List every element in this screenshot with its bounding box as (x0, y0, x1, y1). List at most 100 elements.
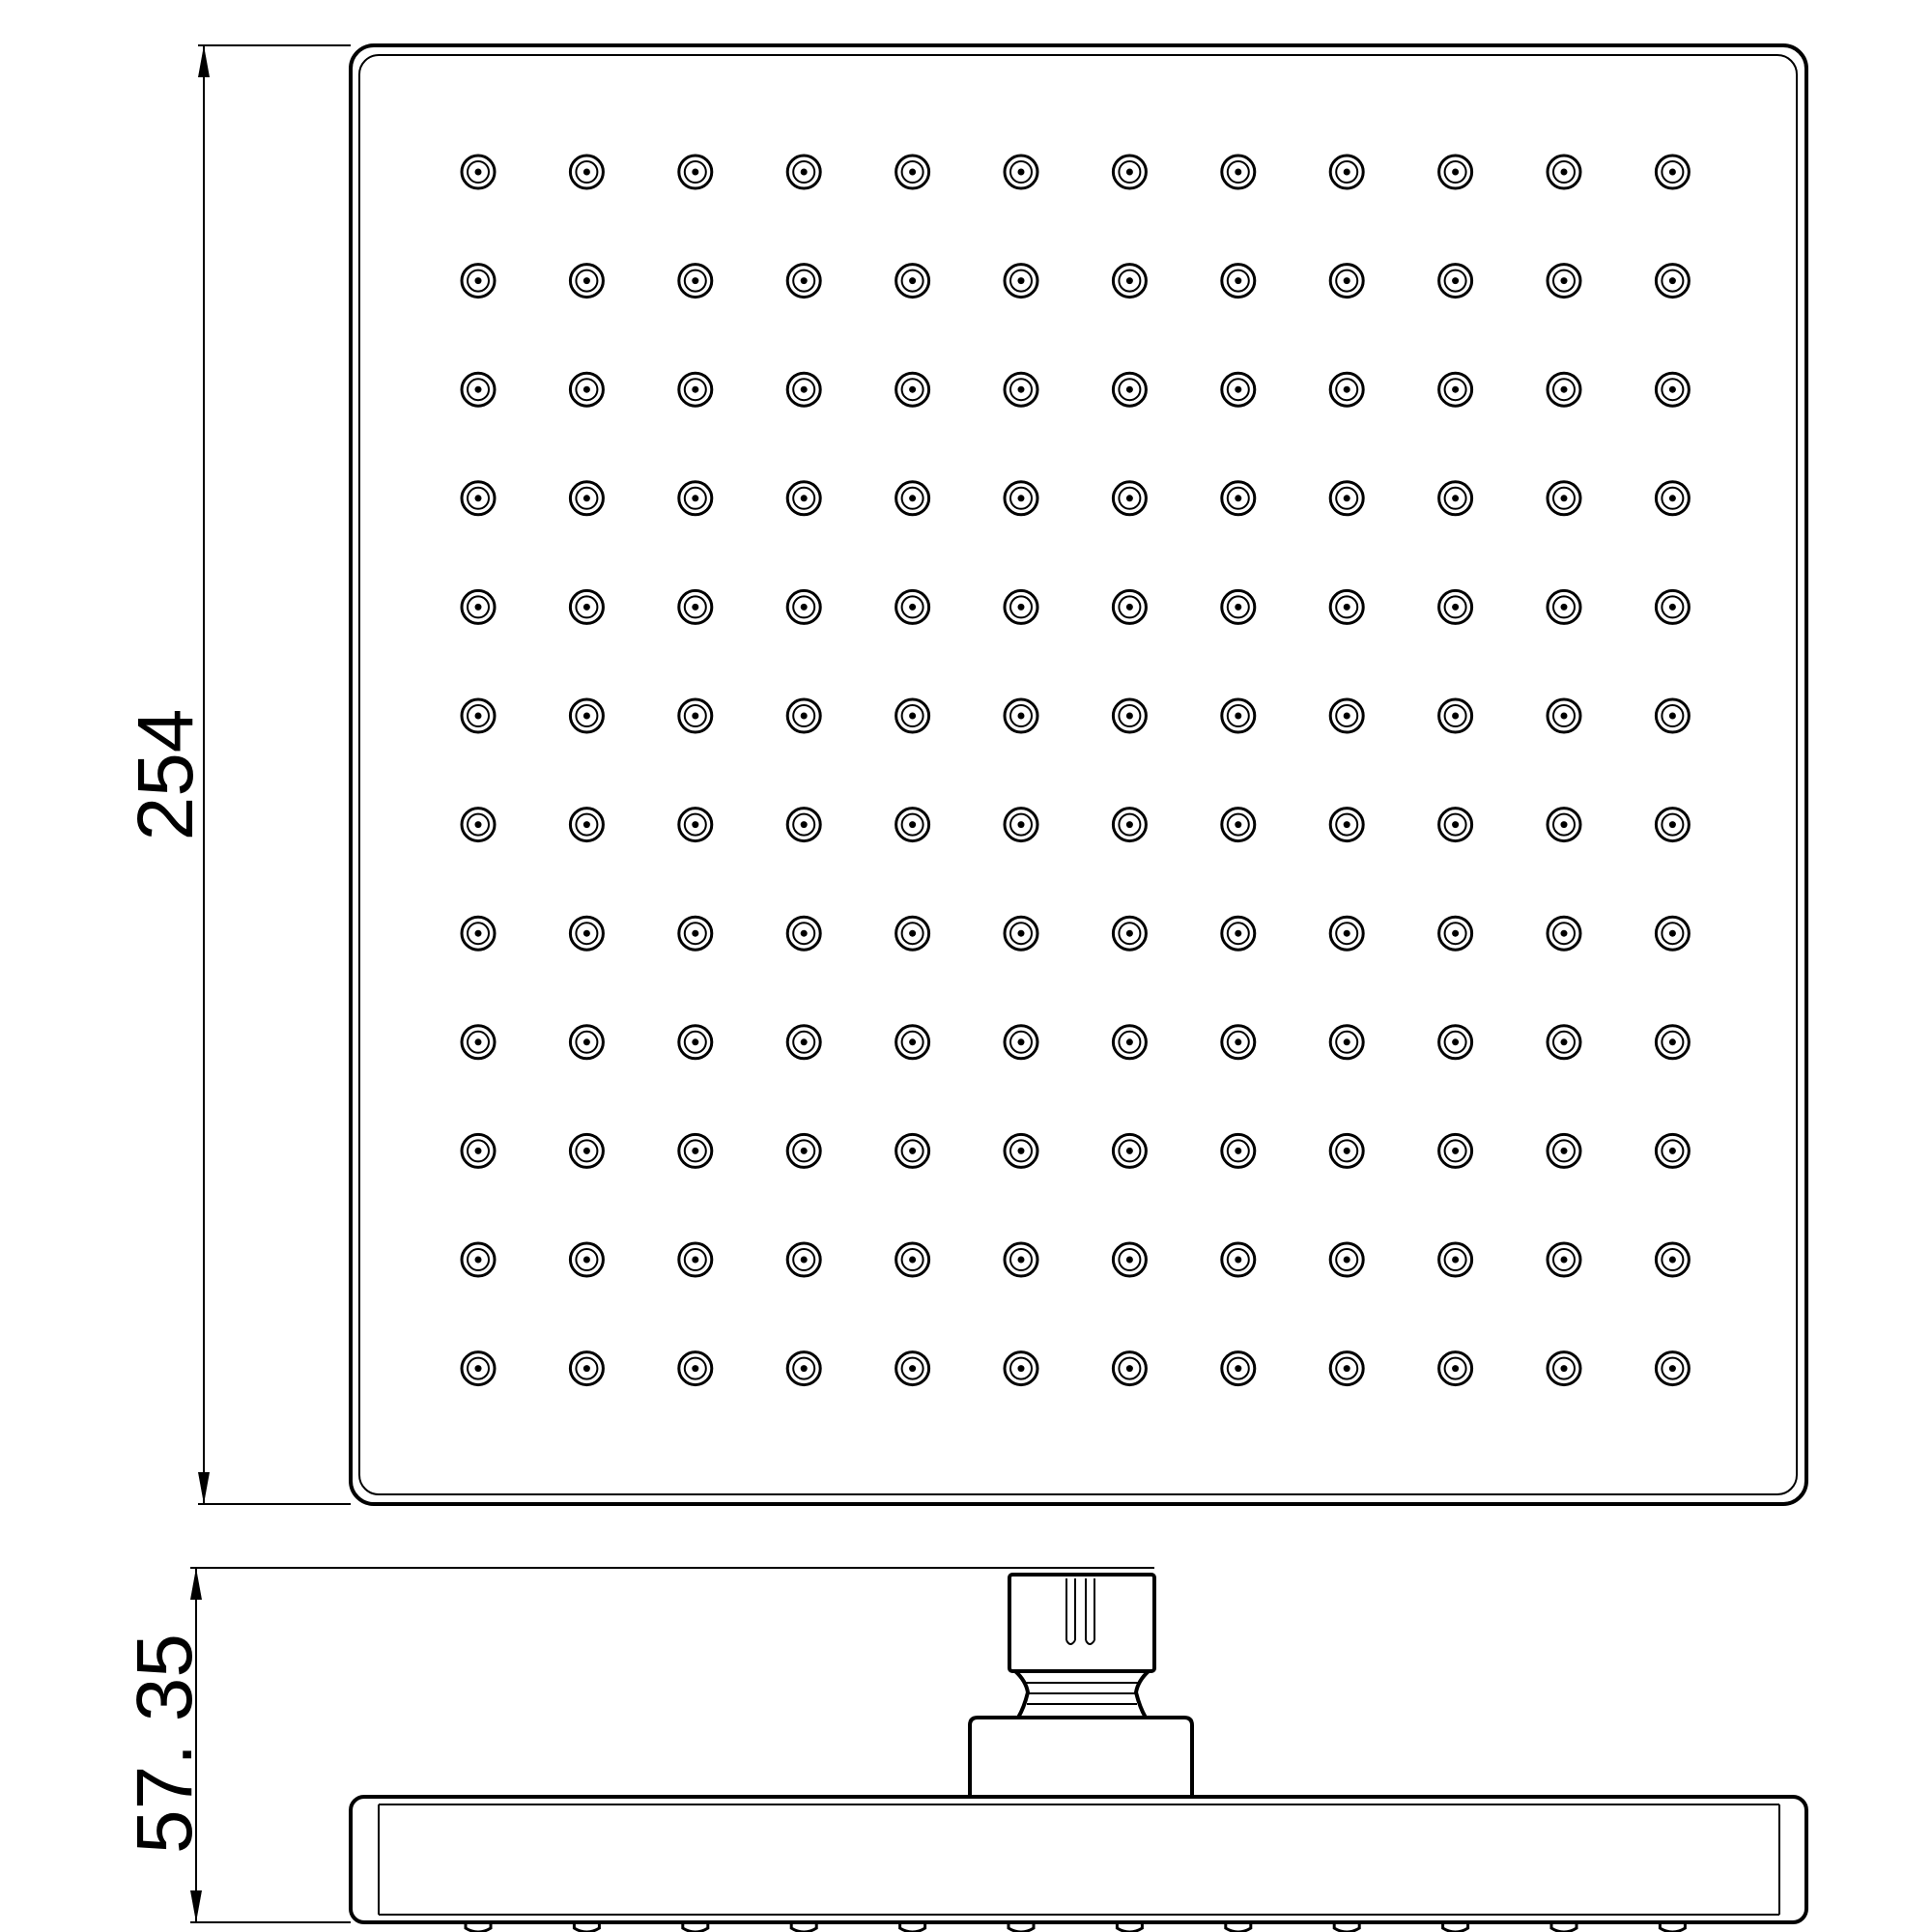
nozzle-outer-ring (1328, 1132, 1365, 1169)
nozzle-inner-ring (1552, 704, 1576, 727)
nozzle-outer-ring (1546, 588, 1582, 625)
nozzle-inner-ring (1335, 1030, 1359, 1054)
nozzle-outer-ring (895, 588, 931, 625)
nozzle-outer-ring (1003, 371, 1039, 408)
nozzle (1003, 154, 1039, 190)
nozzle-center-dot (474, 1147, 482, 1154)
nozzle-outer-ring (1328, 1350, 1365, 1387)
nozzle-center-dot (800, 712, 808, 720)
nozzle-inner-ring (467, 160, 490, 184)
nozzle-inner-ring (1009, 1356, 1033, 1380)
nozzle (1328, 1241, 1365, 1278)
nozzle-outer-ring (1437, 697, 1474, 734)
nozzle (568, 480, 605, 517)
nozzle (895, 263, 931, 299)
nozzle (895, 915, 931, 952)
nozzle-center-dot (1560, 168, 1568, 176)
nozzle-center-dot (1668, 1256, 1676, 1264)
nozzle (1546, 1350, 1582, 1387)
nozzle-center-dot (474, 277, 482, 285)
top-view (349, 43, 1808, 1506)
nozzle-outer-ring (1003, 1350, 1039, 1387)
nozzle-inner-ring (1118, 1356, 1142, 1380)
nozzle-outer-ring (1111, 1350, 1148, 1387)
nozzle (1003, 807, 1039, 843)
nozzle-outer-ring (1111, 263, 1148, 299)
profile-nozzle (1441, 1922, 1470, 1932)
nozzle-outer-ring (895, 154, 931, 190)
nozzle-outer-ring (895, 480, 931, 517)
profile-height-dimension: 57. 35 (121, 1567, 1154, 1923)
nozzle (460, 371, 497, 408)
nozzle-outer-ring (568, 1350, 605, 1387)
nozzle-inner-ring (1335, 922, 1359, 946)
nozzle-inner-ring (575, 1356, 599, 1380)
nozzle-outer-ring (1328, 480, 1365, 517)
nozzle-outer-ring (895, 807, 931, 843)
nozzle-outer-ring (1328, 263, 1365, 299)
nozzle (677, 697, 714, 734)
nozzle-outer-ring (1220, 697, 1257, 734)
nozzle-center-dot (474, 1256, 482, 1264)
nozzle-inner-ring (1118, 704, 1142, 727)
nozzle-outer-ring (1003, 807, 1039, 843)
nozzle-outer-ring (1546, 371, 1582, 408)
height-dimension-label: 254 (122, 709, 210, 841)
nozzle-outer-ring (1003, 915, 1039, 952)
nozzle-center-dot (1560, 277, 1568, 285)
nozzle (1654, 807, 1690, 843)
nozzle-outer-ring (1437, 371, 1474, 408)
nozzle-center-dot (1235, 1038, 1242, 1046)
nozzle-center-dot (1017, 821, 1025, 829)
nozzle-center-dot (1452, 821, 1460, 829)
nozzle-inner-ring (1552, 1248, 1576, 1271)
nozzle-center-dot (582, 712, 590, 720)
nozzle-center-dot (1668, 1365, 1676, 1373)
nozzle (1220, 807, 1257, 843)
nozzle (1546, 371, 1582, 408)
nozzle-center-dot (692, 1147, 699, 1154)
nozzle-center-dot (1017, 1365, 1025, 1373)
nozzle-outer-ring (785, 1241, 822, 1278)
nozzle-outer-ring (677, 154, 714, 190)
nozzle (460, 588, 497, 625)
nozzle-inner-ring (575, 1139, 599, 1163)
shower-head-outer-edge (349, 43, 1808, 1506)
profile-nozzle (1658, 1922, 1687, 1932)
nozzle-center-dot (1125, 603, 1133, 611)
dimension-arrow-bottom (198, 1472, 210, 1504)
nozzle-center-dot (1125, 1256, 1133, 1264)
nozzle (1328, 480, 1365, 517)
nozzle-inner-ring (467, 486, 490, 510)
nozzle-center-dot (1235, 495, 1242, 502)
nozzle (1654, 1241, 1690, 1278)
profile-nozzle (681, 1922, 710, 1932)
nozzle (785, 480, 822, 517)
nozzle-center-dot (1017, 168, 1025, 176)
nozzle-inner-ring (1335, 378, 1359, 402)
nozzle-inner-ring (467, 704, 490, 727)
nozzle-inner-ring (683, 486, 707, 510)
nozzle-outer-ring (677, 1241, 714, 1278)
nozzle (568, 588, 605, 625)
nozzle-inner-ring (683, 812, 707, 837)
nozzle (1220, 1024, 1257, 1061)
nozzle (1437, 154, 1474, 190)
nozzle-inner-ring (1118, 922, 1142, 946)
nozzle-outer-ring (895, 697, 931, 734)
profile-dim-arrow-top (190, 1568, 202, 1600)
nozzle-outer-ring (1111, 1241, 1148, 1278)
nozzle-center-dot (474, 168, 482, 176)
nozzle-center-dot (692, 1256, 699, 1264)
profile-nozzle (1549, 1922, 1578, 1932)
nozzle (1546, 263, 1582, 299)
nozzle-inner-ring (1226, 812, 1250, 837)
nozzle (677, 588, 714, 625)
nozzle-outer-ring (1328, 697, 1365, 734)
nozzle-outer-ring (677, 588, 714, 625)
nozzle-outer-ring (1437, 588, 1474, 625)
nozzle (677, 263, 714, 299)
nozzle-inner-ring (1226, 269, 1250, 293)
nozzle (1546, 1132, 1582, 1169)
